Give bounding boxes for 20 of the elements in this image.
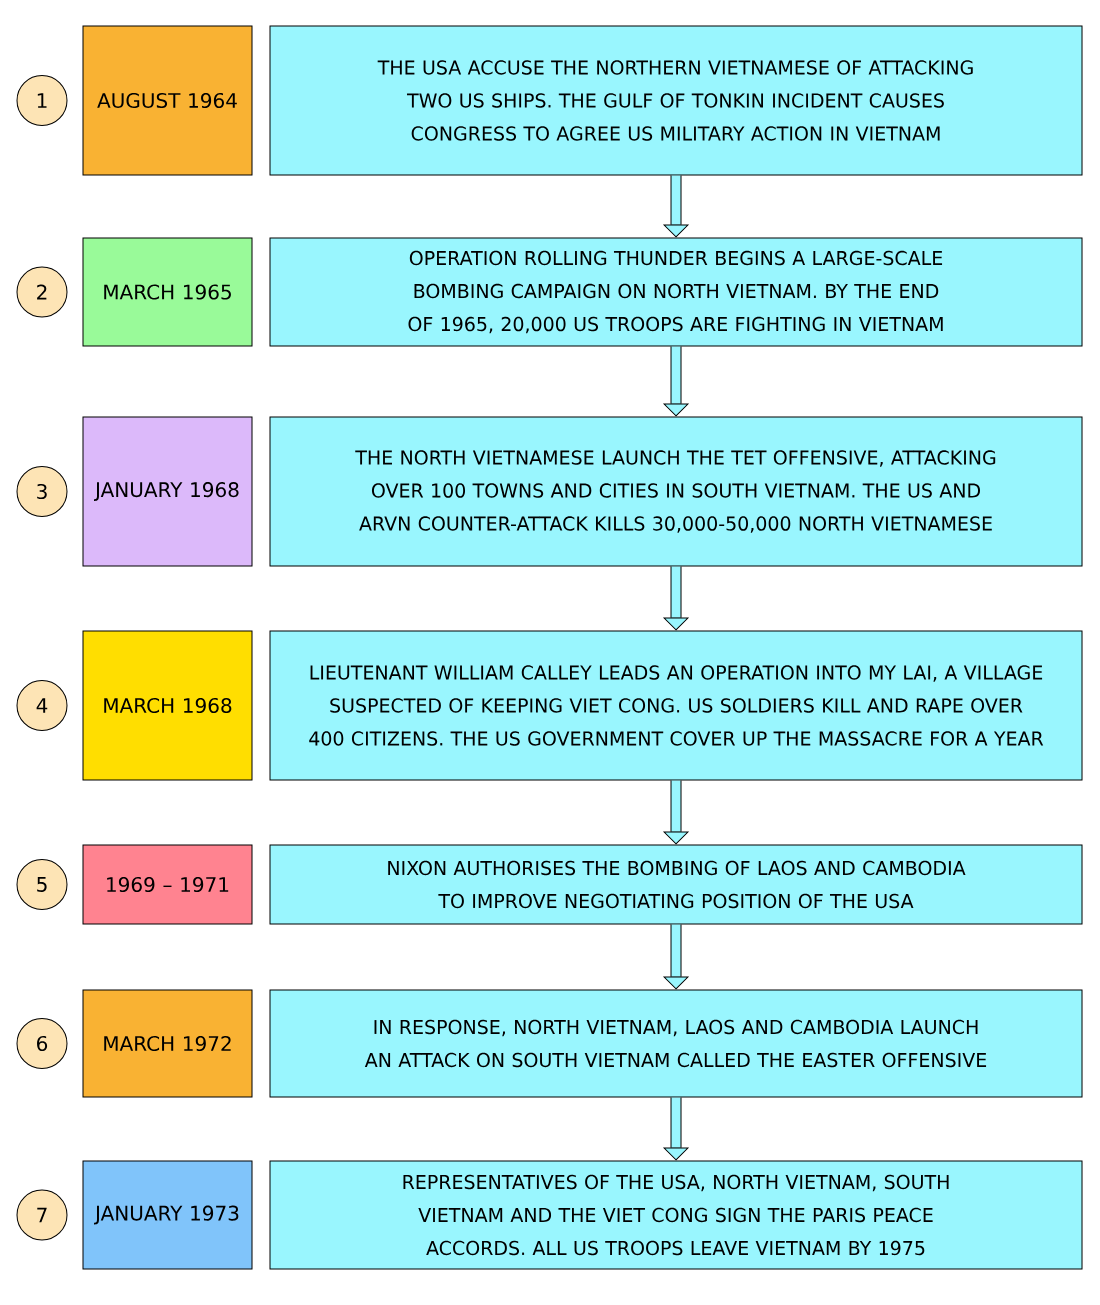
date-box: AUGUST 1964 [82, 25, 253, 176]
arrow [663, 175, 689, 238]
arrow [663, 346, 689, 417]
event-box: LIEUTENANT WILLIAM CALLEY LEADS AN OPERATION INTO MY LAI, A VILLAGE SUSPECTED OF KEEPING VIET CONG. US SOLDIERS KILL AND RAPE OVER 400 CITIZENS. THE US GOVERNMENT COVER UP THE MASSACRE FOR A YEAR [269, 630, 1083, 781]
event-box: OPERATION ROLLING THUNDER BEGINS A LARGE-SCALE BOMBING CAMPAIGN ON NORTH VIETNAM. BY THE END OF 1965, 20,000 US TROOPS ARE FIGHTING IN VIETNAM [269, 237, 1083, 347]
date-box: MARCH 1968 [82, 630, 253, 781]
date-box: 1969 – 1971 [82, 844, 253, 925]
date-box: JANUARY 1973 [82, 1160, 253, 1270]
event-box: REPRESENTATIVES OF THE USA, NORTH VIETNAM, SOUTH VIETNAM AND THE VIET CONG SIGN THE PARIS PEACE ACCORDS. ALL US TROOPS LEAVE VIETNAM BY 1975 [269, 1160, 1083, 1270]
arrow [663, 566, 689, 631]
event-box: THE NORTH VIETNAMESE LAUNCH THE TET OFFENSIVE, ATTACKING OVER 100 TOWNS AND CITIES IN SOUTH VIETNAM. THE US AND ARVN COUNTER-ATTACK KILLS 30,000-50,000 NORTH VIETNAMESE [269, 416, 1083, 567]
arrow [663, 924, 689, 990]
date-box: JANUARY 1968 [82, 416, 253, 567]
date-box: MARCH 1972 [82, 989, 253, 1098]
arrow [663, 1097, 689, 1161]
event-box: NIXON AUTHORISES THE BOMBING OF LAOS AND CAMBODIA TO IMPROVE NEGOTIATING POSITION OF THE USA [269, 844, 1083, 925]
date-box: MARCH 1965 [82, 237, 253, 347]
event-box: IN RESPONSE, NORTH VIETNAM, LAOS AND CAMBODIA LAUNCH AN ATTACK ON SOUTH VIETNAM CALLED THE EASTER OFFENSIVE [269, 989, 1083, 1098]
arrow [663, 780, 689, 845]
event-box: THE USA ACCUSE THE NORTHERN VIETNAMESE OF ATTACKING TWO US SHIPS. THE GULF OF TONKIN INCIDENT CAUSES CONGRESS TO AGREE US MILITARY ACTION IN VIETNAM [269, 25, 1083, 176]
